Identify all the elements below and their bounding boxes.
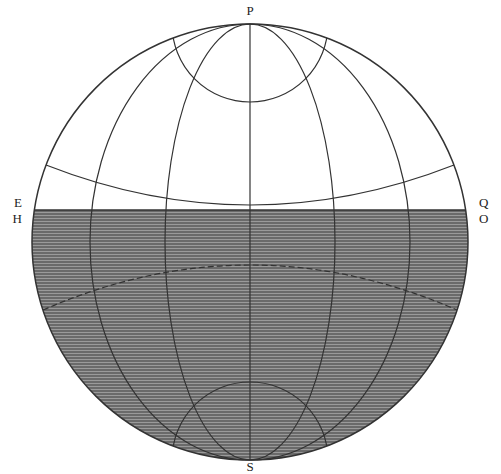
horizon-line bbox=[34, 209, 465, 210]
point-label: Q bbox=[479, 196, 488, 209]
meridian bbox=[249, 24, 250, 460]
point-label: S bbox=[246, 460, 253, 473]
point-label: O bbox=[479, 212, 488, 225]
meridian bbox=[250, 24, 410, 460]
point-label: H bbox=[13, 212, 22, 225]
meridian bbox=[90, 24, 250, 460]
parallel bbox=[43, 265, 457, 310]
meridian bbox=[165, 24, 250, 460]
globe-outline bbox=[32, 24, 468, 460]
point-label: P bbox=[246, 4, 253, 17]
meridian bbox=[250, 24, 335, 460]
point-label: E bbox=[14, 196, 22, 209]
parallel bbox=[46, 165, 454, 205]
